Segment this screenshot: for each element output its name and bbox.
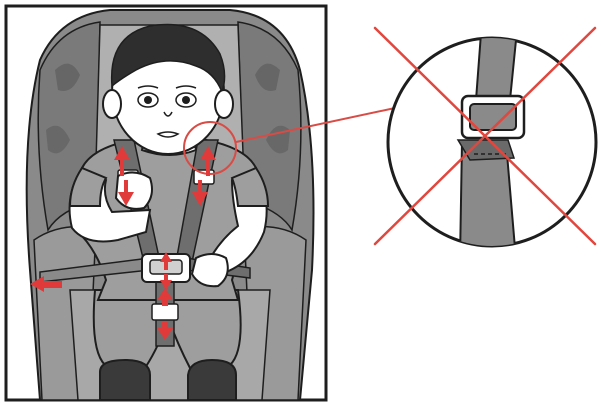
magnified-detail: [375, 20, 596, 260]
child-right-ear: [215, 90, 233, 118]
right-chest-clip: [194, 170, 214, 184]
crotch-adjuster: [152, 304, 178, 320]
child-left-shoe: [100, 360, 150, 400]
child-left-ear: [103, 90, 121, 118]
child-right-pupil: [182, 96, 190, 104]
child-mouth: [158, 132, 178, 137]
magnified-slider-slot: [470, 104, 516, 130]
car-seat-panel: [6, 6, 326, 400]
child-left-hand: [116, 172, 152, 208]
child-left-pupil: [144, 96, 152, 104]
child-right-shoe: [188, 360, 236, 400]
magnified-upper-strap: [476, 20, 518, 100]
child-right-hand: [192, 254, 228, 286]
